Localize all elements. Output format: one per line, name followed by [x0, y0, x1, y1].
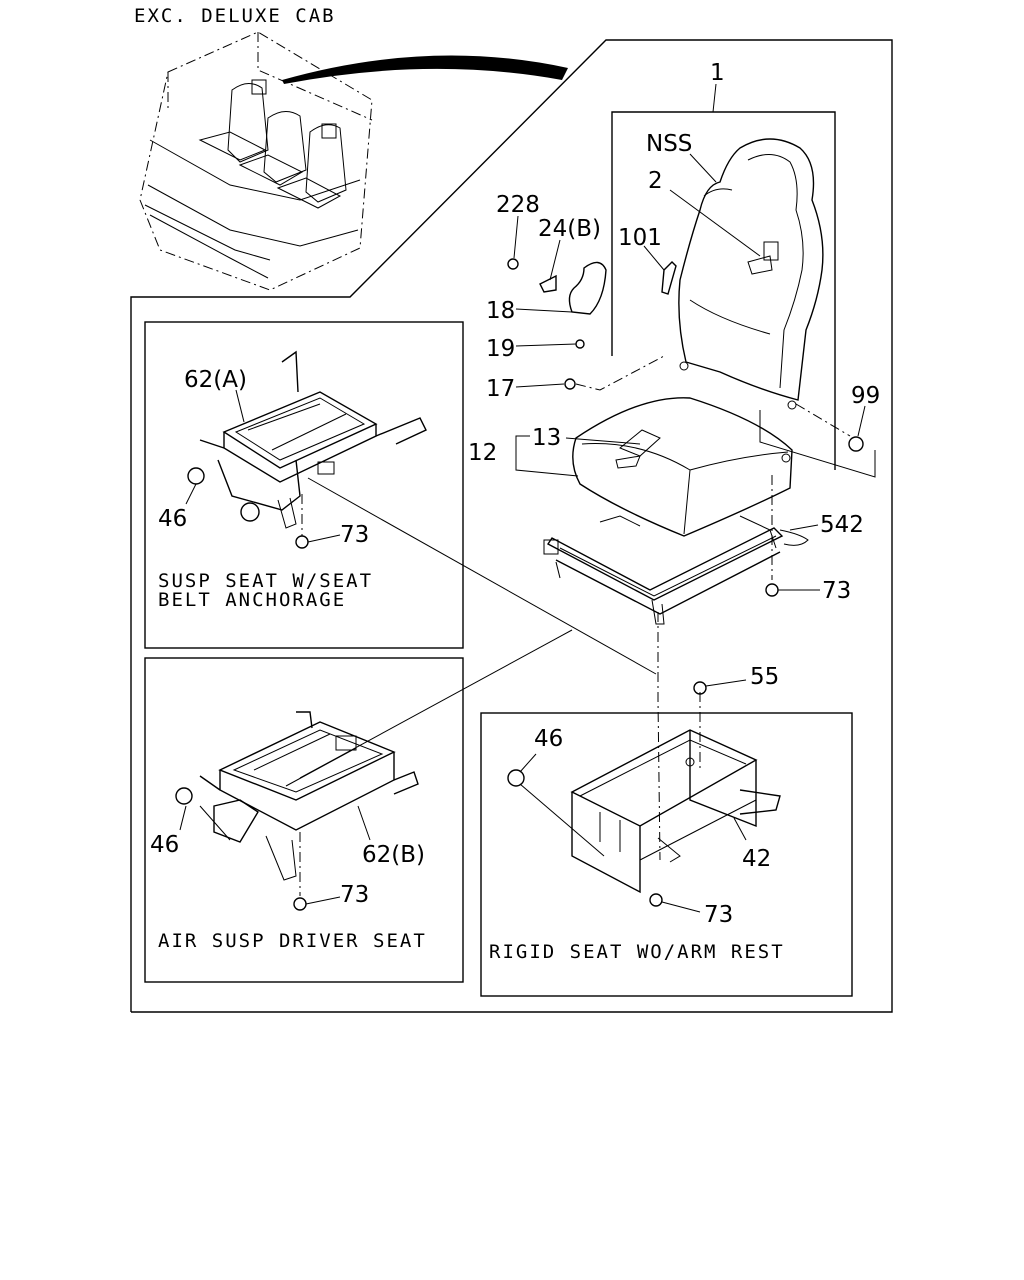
callout-55: 55	[750, 664, 779, 690]
callout-1: 1	[710, 60, 725, 86]
callout-101: 101	[618, 225, 662, 251]
callout-228: 228	[496, 192, 540, 218]
callout-46-c: 46	[534, 726, 563, 752]
susp-seat-caption-2: BELT ANCHORAGE	[158, 589, 346, 611]
callout-73-b: 73	[340, 882, 369, 908]
callout-46-a: 46	[158, 506, 187, 532]
main-frame	[130, 39, 893, 1013]
callout-73-main: 73	[822, 578, 851, 604]
leader-lines	[179, 153, 866, 913]
callout-62a: 62(A)	[184, 367, 247, 393]
callout-73-c: 73	[704, 902, 733, 928]
callout-2: 2	[648, 168, 663, 194]
callout-73-a: 73	[340, 522, 369, 548]
callout-62b: 62(B)	[362, 842, 425, 868]
callouts: 1 NSS 2 228 24(B) 101 18 19 17 99 12 13 …	[150, 60, 880, 928]
air-susp-caption: AIR SUSP DRIVER SEAT	[158, 930, 427, 952]
callout-46-b: 46	[150, 832, 179, 858]
callout-13: 13	[532, 425, 561, 451]
susp-seat-caption-1: SUSP SEAT W/SEAT	[158, 570, 373, 592]
panel-susp-seat: SUSP SEAT W/SEAT BELT ANCHORAGE	[144, 321, 657, 675]
callout-nss: NSS	[646, 131, 692, 157]
diagram-title: EXC. DELUXE CAB	[134, 5, 336, 27]
callout-19: 19	[486, 336, 515, 362]
callout-542: 542	[820, 512, 864, 538]
callout-17: 17	[486, 376, 515, 402]
callout-18: 18	[486, 298, 515, 324]
callout-99: 99	[851, 383, 880, 409]
callout-24b: 24(B)	[538, 216, 601, 242]
callout-42: 42	[742, 846, 771, 872]
rigid-seat-caption: RIGID SEAT WO/ARM REST	[489, 941, 785, 963]
panel-rigid-seat: RIGID SEAT WO/ARM REST	[480, 712, 853, 997]
callout-12: 12	[468, 440, 497, 466]
cab-illustration	[139, 31, 568, 291]
panel-air-susp: AIR SUSP DRIVER SEAT	[144, 629, 573, 983]
seat-assembly	[507, 83, 876, 861]
